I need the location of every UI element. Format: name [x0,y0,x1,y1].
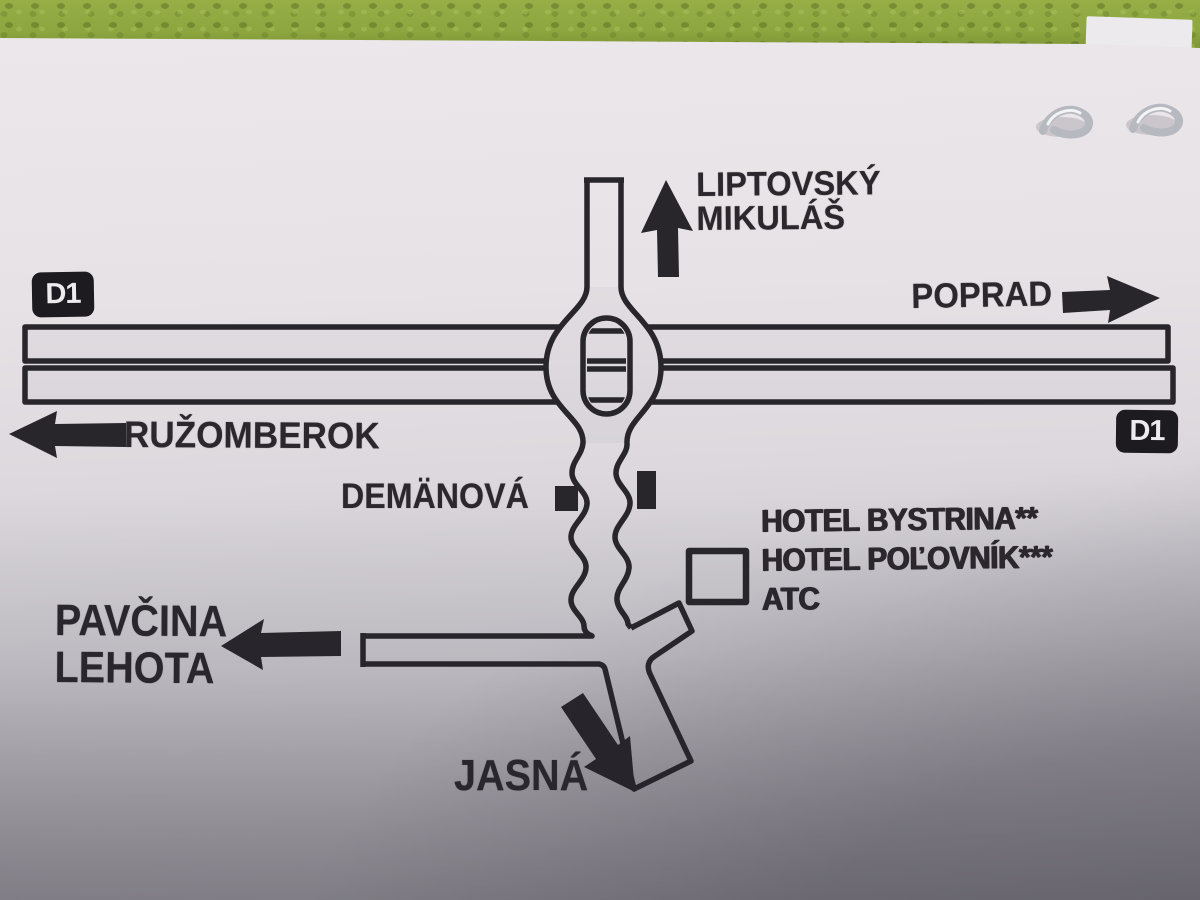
arrow-south-icon [561,693,635,792]
road-left-outline [363,180,595,639]
village-marker-right-icon [637,471,656,509]
label-demanova: DEMÄNOVÁ [341,477,529,516]
interchange-island [580,315,633,417]
arrow-southwest-icon [221,619,341,670]
arrow-north-icon [641,180,693,277]
village-marker-left-icon [555,486,578,511]
arrow-west-icon [9,411,126,458]
hotel-location-marker [685,547,750,606]
road-right-outline [612,180,664,630]
arrow-east-icon [1062,276,1160,323]
road-south-branch-outline [363,600,695,792]
label-jasna: JASNÁ [454,751,589,800]
